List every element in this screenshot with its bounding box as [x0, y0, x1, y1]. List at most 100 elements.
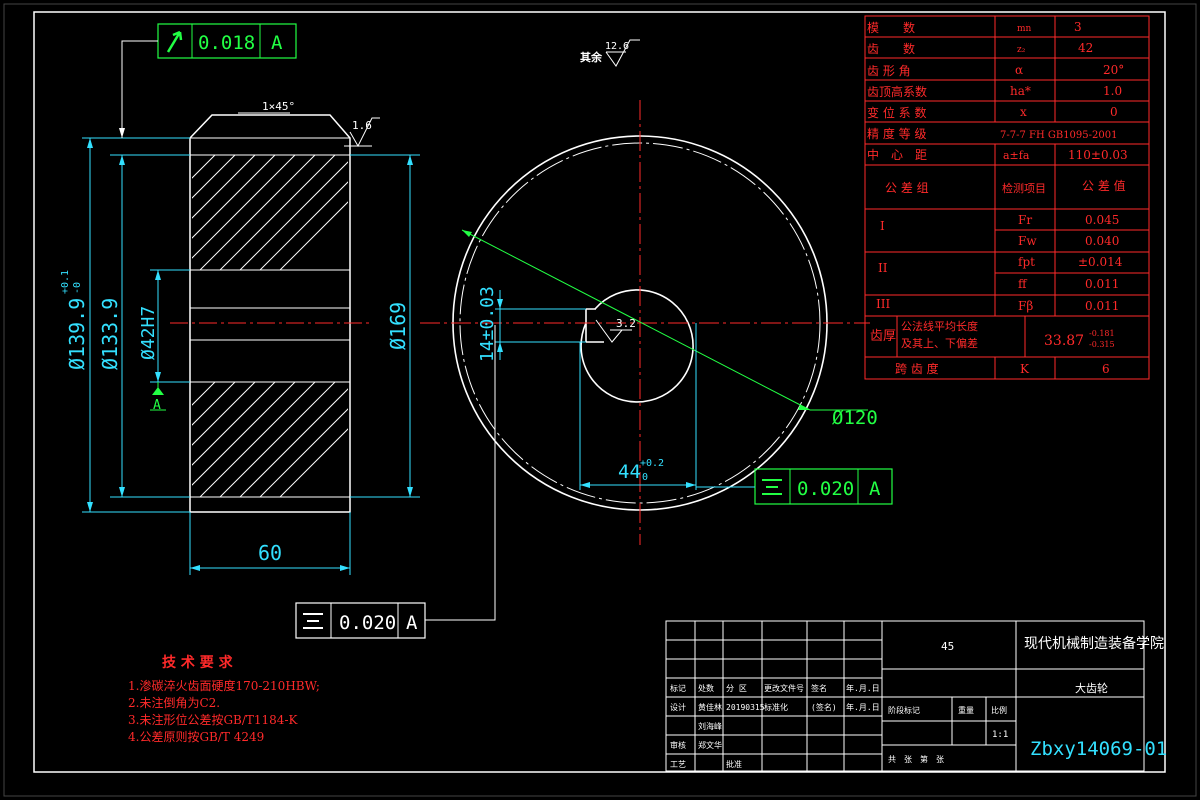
title-block: 标记 处数 分 区 更改文件号 签名 年.月.日 设计 黄佳林 20190315… — [665, 620, 1167, 772]
tb-cell: 批准 — [726, 759, 742, 769]
roughness-bore: 3.2 — [616, 317, 636, 330]
param-value: 110±0.03 — [1068, 148, 1128, 162]
tech-requirements: 技 术 要 求 1.渗碳淬火齿面硬度170-210HBW; 2.未注倒角为C2.… — [128, 654, 320, 744]
tb-drawing-number: Zbxy14069-01 — [1030, 738, 1167, 760]
symmetry-keyway-datum: A — [869, 478, 881, 500]
drawing-frame — [33, 11, 1166, 773]
dim-keyway-width: 14±0.03 — [477, 286, 498, 362]
param-label: 变 位 系 数 — [867, 105, 926, 120]
roughness-rest-label: 其余 — [580, 50, 603, 64]
tb-scale: 1:1 — [992, 730, 1008, 740]
tol-value: 0.045 — [1085, 213, 1119, 227]
dim-outer-diameter: Ø139.9 — [65, 298, 89, 370]
runout-datum: A — [271, 32, 283, 54]
param-symbol: a±fa — [1003, 149, 1030, 162]
tb-cell: 处数 — [698, 683, 714, 693]
dim-outer-tol-lower: -0 — [72, 282, 83, 294]
tol-value: ±0.014 — [1078, 255, 1123, 269]
dim-hub-diameter: Ø169 — [386, 302, 410, 350]
dim-keyway-depth-lower: 0 — [642, 472, 648, 483]
gear-parameter-table: 模 数 mn 3 齿 数 z₂ 42 齿 形 角 α 20° 齿顶高系数 ha*… — [864, 15, 1150, 380]
tol-item: ff — [1018, 277, 1028, 291]
tb-cell: 工艺 — [670, 760, 686, 769]
tol-group: II — [878, 261, 888, 275]
symmetry-keyway-tolerance: 0.020 — [797, 478, 854, 500]
tech-item: 3.未注形位公差按GB/T1184-K — [128, 712, 298, 727]
tb-cell: 年.月.日 — [846, 702, 880, 712]
tb-cell: 签名 — [811, 683, 827, 693]
roughness-rest-value: 12.6 — [605, 41, 629, 52]
param-label: 模 数 — [867, 20, 915, 35]
datum-a: A — [153, 398, 161, 413]
hatch-upper — [192, 155, 348, 270]
dim-pitch-circle: Ø120 — [832, 407, 878, 429]
tb-cell: 标记 — [670, 683, 686, 693]
tb-cell: 分 区 — [726, 684, 747, 693]
param-value: 7-7-7 FH GB1095-2001 — [1000, 130, 1117, 141]
tol-item: Fw — [1018, 234, 1037, 248]
tb-cell: 标准化 — [764, 702, 788, 712]
tol-value: 0.011 — [1085, 277, 1119, 291]
tb-material: 45 — [941, 640, 954, 653]
tol-value: 0.011 — [1085, 299, 1119, 313]
tol-item: fpt — [1018, 255, 1035, 269]
param-label: 齿顶高系数 — [867, 84, 927, 99]
drawing-border — [3, 3, 1197, 797]
param-label: 精 度 等 级 — [867, 126, 926, 141]
tooth-thickness-value: 33.87 — [1044, 333, 1084, 349]
side-view: 1×45° 1.6 — [60, 100, 420, 575]
tb-cell: 审核 — [670, 740, 686, 750]
symmetry-bottom-tolerance: 0.020 — [339, 612, 396, 634]
tb-cell: 比例 — [991, 705, 1007, 715]
tb-cell: 设计 — [670, 702, 686, 712]
param-symbol: mn — [1017, 24, 1032, 34]
symmetry-icon — [303, 613, 323, 629]
tol-group: I — [880, 219, 885, 233]
tb-cell: 20190315 — [726, 703, 765, 712]
front-view: Ø120 3.2 14±0.03 44 +0.2 0 其余 12.6 — [420, 39, 878, 545]
param-symbol: ha* — [1010, 84, 1031, 98]
tb-institute: 现代机械制造装备学院 — [1024, 635, 1164, 652]
dim-keyway-depth: 44 — [618, 461, 641, 483]
tol-item: Fr — [1018, 213, 1032, 227]
tol-header-value: 公 差 值 — [1082, 178, 1126, 193]
param-symbol: z₂ — [1017, 45, 1026, 55]
tech-item: 4.公差原则按GB/T 4249 — [128, 730, 264, 744]
tb-cell: 黄佳林 — [698, 702, 722, 712]
tb-cell: 阶段标记 — [888, 705, 920, 715]
param-label: 中 心 距 — [867, 147, 927, 162]
tech-item: 1.渗碳淬火齿面硬度170-210HBW; — [128, 678, 320, 693]
tech-title: 技 术 要 求 — [162, 654, 234, 671]
runout-icon — [166, 30, 183, 53]
tol-item: Fβ — [1018, 299, 1033, 313]
dim-bore: Ø42H7 — [138, 306, 159, 360]
param-value: 20° — [1103, 63, 1124, 77]
flag-symmetry-keyway: 0.020 A — [696, 468, 893, 505]
runout-tolerance: 0.018 — [198, 32, 255, 54]
tooth-thickness-label: 齿厚 — [870, 329, 896, 344]
tooth-thickness-desc: 公法线平均长度 — [901, 319, 978, 333]
span-teeth-label: 跨 齿 度 — [895, 361, 939, 376]
dim-width: 60 — [258, 541, 282, 565]
dim-keyway-depth-upper: +0.2 — [640, 458, 664, 469]
param-label: 齿 数 — [867, 41, 915, 56]
param-value: 0 — [1110, 105, 1118, 119]
flag-runout: 0.018 A — [119, 23, 297, 138]
tol-header-group: 公 差 组 — [885, 181, 929, 195]
symmetry-bottom-datum: A — [406, 612, 418, 634]
tooth-thickness-upper: -0.181 — [1089, 329, 1115, 338]
span-teeth-symbol: K — [1020, 362, 1030, 376]
dim-outer-tol-upper: +0.1 — [60, 270, 71, 294]
param-symbol: x — [1020, 105, 1027, 119]
dim-root-diameter: Ø133.9 — [98, 298, 122, 370]
tb-cell: 重量 — [958, 705, 974, 715]
flag-symmetry-bottom: 0.020 A — [295, 325, 496, 639]
tol-value: 0.040 — [1085, 234, 1119, 248]
tb-cell: 年.月.日 — [846, 683, 880, 693]
roughness-chamfer-face: 1.6 — [352, 119, 372, 132]
tol-group: III — [876, 297, 890, 311]
chamfer-note: 1×45° — [262, 100, 295, 113]
tooth-thickness-lower: -0.315 — [1089, 340, 1115, 349]
tech-item: 2.未注倒角为C2. — [128, 695, 220, 710]
